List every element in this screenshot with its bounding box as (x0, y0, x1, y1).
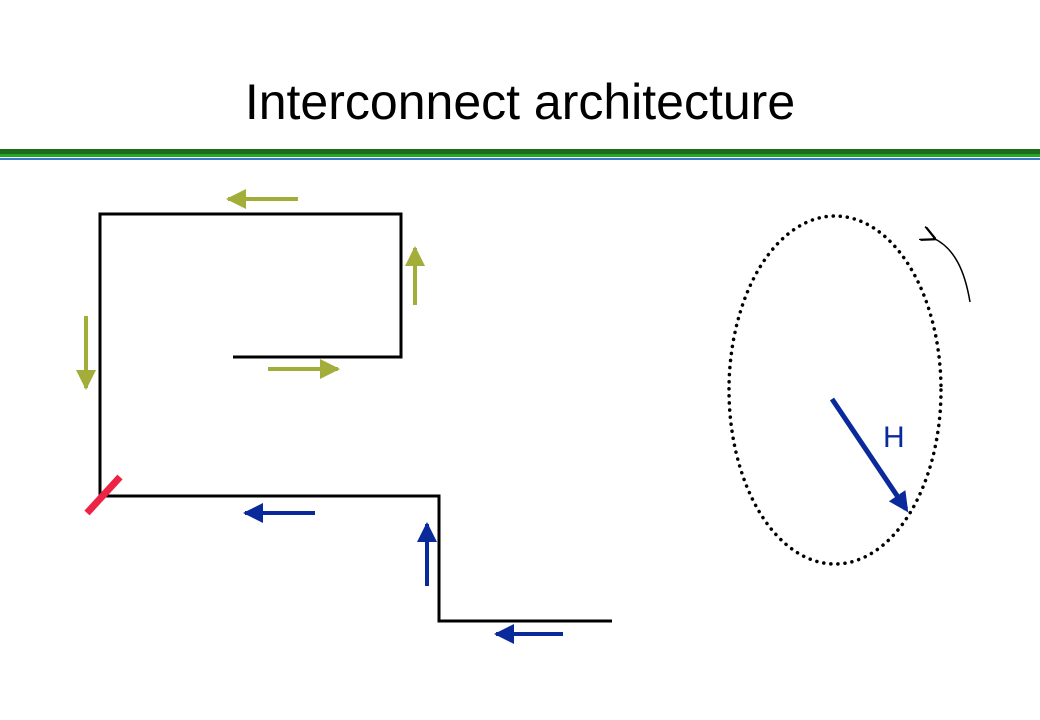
field-vector-label: H (883, 421, 905, 454)
rotation-arc (933, 238, 971, 303)
title-underline (0, 149, 1040, 160)
title-underline-bright-green (0, 154, 1040, 157)
title-underline-dark-green (0, 149, 1040, 154)
break-marker (84, 474, 123, 516)
slide-title: Interconnect architecture (244, 74, 796, 130)
field-vector-arrow (829, 397, 909, 513)
interconnect-wire (98, 212, 612, 623)
title-underline-blue (0, 158, 1040, 160)
field-region-ellipse (727, 214, 943, 566)
